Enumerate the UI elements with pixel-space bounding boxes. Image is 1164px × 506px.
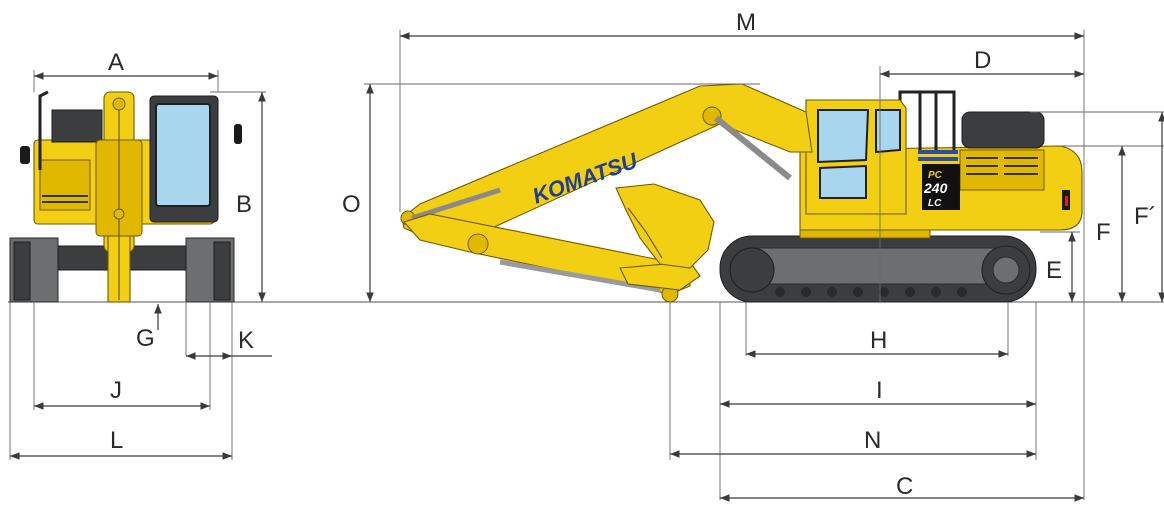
label-D: D (974, 47, 991, 74)
dimension-lines (10, 32, 1164, 502)
label-K: K (238, 327, 254, 354)
label-F-prime: F´ (1134, 203, 1157, 230)
dimension-labels: A B G K J L M D O E F F´ H I N C (108, 9, 1157, 500)
label-B: B (236, 191, 252, 218)
label-J: J (110, 377, 122, 404)
model-badge-line2: 240 (923, 180, 948, 196)
label-G: G (136, 325, 155, 352)
side-cab-glass (817, 109, 870, 164)
side-bucket (615, 183, 715, 269)
label-C: C (896, 473, 913, 500)
label-M: M (736, 9, 756, 36)
label-E: E (1046, 257, 1062, 284)
label-L: L (110, 427, 123, 454)
label-F: F (1096, 219, 1111, 246)
model-badge (922, 164, 960, 210)
front-view-excavator (9, 90, 242, 303)
label-I: I (876, 377, 883, 404)
front-cab-glass (155, 103, 211, 207)
side-view-excavator: PC 240 LC KOMATSU (400, 83, 1083, 303)
label-O: O (342, 191, 361, 218)
label-N: N (864, 427, 881, 454)
label-A: A (108, 49, 124, 76)
model-badge-line3: LC (928, 198, 942, 209)
model-badge-line1: PC (928, 170, 943, 181)
label-H: H (870, 327, 887, 354)
